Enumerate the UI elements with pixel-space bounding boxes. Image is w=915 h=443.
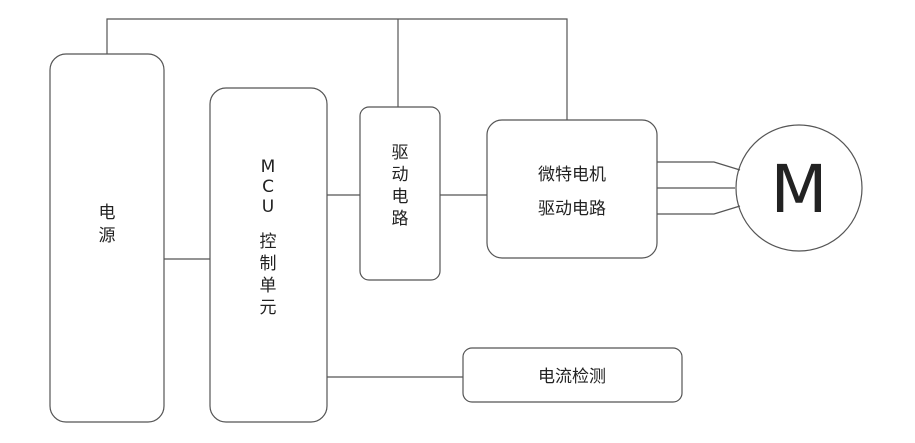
mcu-block bbox=[209, 87, 328, 423]
micro-motor-driver-block bbox=[486, 119, 658, 259]
current-sense-label: 电流检测 bbox=[538, 367, 606, 387]
mcu-label-char: 控 bbox=[260, 232, 277, 252]
driver-label-char: 电 bbox=[392, 187, 409, 207]
mcu-label-char: 元 bbox=[260, 298, 277, 318]
mcu-label-char: 单 bbox=[260, 276, 277, 296]
driver-block bbox=[359, 106, 441, 281]
current-sense-block bbox=[462, 347, 683, 403]
driver-label-char: 动 bbox=[392, 165, 409, 185]
mcu-label-char: C bbox=[262, 177, 274, 197]
power-label-char: 电 bbox=[99, 203, 116, 223]
mcu-label-char: M bbox=[261, 157, 276, 177]
phase-line-3 bbox=[657, 205, 741, 215]
motor-label: M bbox=[771, 151, 828, 228]
mcu-label-char: U bbox=[262, 197, 274, 217]
power-bus-line bbox=[106, 18, 568, 120]
driver-label: 驱 动 电 路 bbox=[392, 143, 409, 229]
micro-motor-driver-label-line2: 驱动电路 bbox=[538, 199, 606, 219]
mcu-label: M C U 控 制 单 元 bbox=[260, 157, 277, 318]
power-block bbox=[49, 53, 165, 423]
power-label: 电 源 bbox=[99, 203, 116, 246]
motor-circle bbox=[735, 124, 863, 252]
driver-label-char: 驱 bbox=[392, 143, 409, 163]
power-label-char: 源 bbox=[99, 226, 116, 246]
driver-label-char: 路 bbox=[392, 209, 409, 229]
phase-line-1 bbox=[657, 161, 741, 171]
micro-motor-driver-label-line1: 微特电机 bbox=[538, 165, 606, 185]
mcu-label-char: 制 bbox=[260, 254, 277, 274]
